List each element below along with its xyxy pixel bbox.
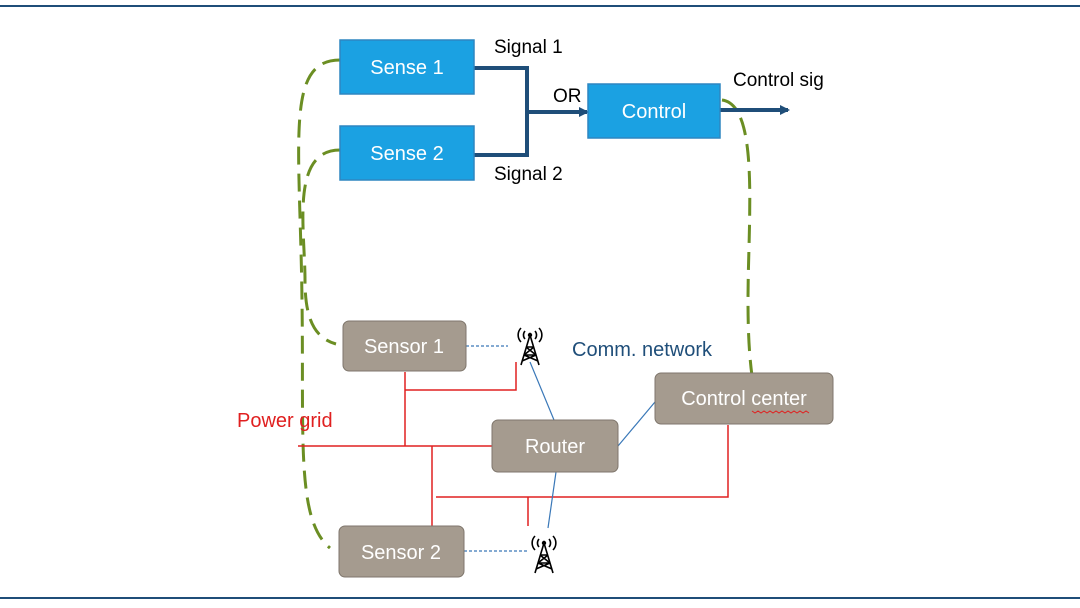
control-center-label: Control center [681, 388, 807, 410]
power-grid-label: Power grid [237, 410, 333, 432]
or-label: OR [553, 86, 582, 107]
dashed-links [297, 58, 754, 550]
sense1-label: Sense 1 [370, 57, 443, 79]
router-label: Router [525, 436, 585, 458]
signal2-label: Signal 2 [494, 164, 563, 185]
control-sig-label: Control sig [733, 70, 824, 91]
sense2-block: Sense 2 [339, 125, 475, 181]
sense2-label: Sense 2 [370, 143, 443, 165]
sense1-block: Sense 1 [339, 39, 475, 95]
control-center-block: Control center [654, 372, 834, 425]
signal1-label: Signal 1 [494, 37, 563, 58]
radio-tower-icon [531, 535, 557, 574]
dashed-link-sense2-sensor1 [301, 148, 341, 346]
radio-tower-icon [517, 327, 543, 366]
dashed-link-sense1-sensor2 [297, 58, 341, 550]
sensor1-block: Sensor 1 [342, 320, 467, 372]
spellcheck-squiggle [751, 410, 810, 414]
sensor1-label: Sensor 1 [364, 336, 444, 358]
comm-links [464, 345, 661, 552]
router-block: Router [491, 419, 619, 473]
dashed-link-control-center [721, 98, 754, 377]
sensor2-label: Sensor 2 [361, 542, 441, 564]
power-grid-lines [298, 362, 729, 526]
comm-network-label: Comm. network [572, 339, 713, 361]
control-block: Control [587, 83, 721, 139]
sensor2-block: Sensor 2 [338, 525, 465, 578]
control-label: Control [622, 101, 686, 123]
signal-lines [474, 66, 790, 157]
